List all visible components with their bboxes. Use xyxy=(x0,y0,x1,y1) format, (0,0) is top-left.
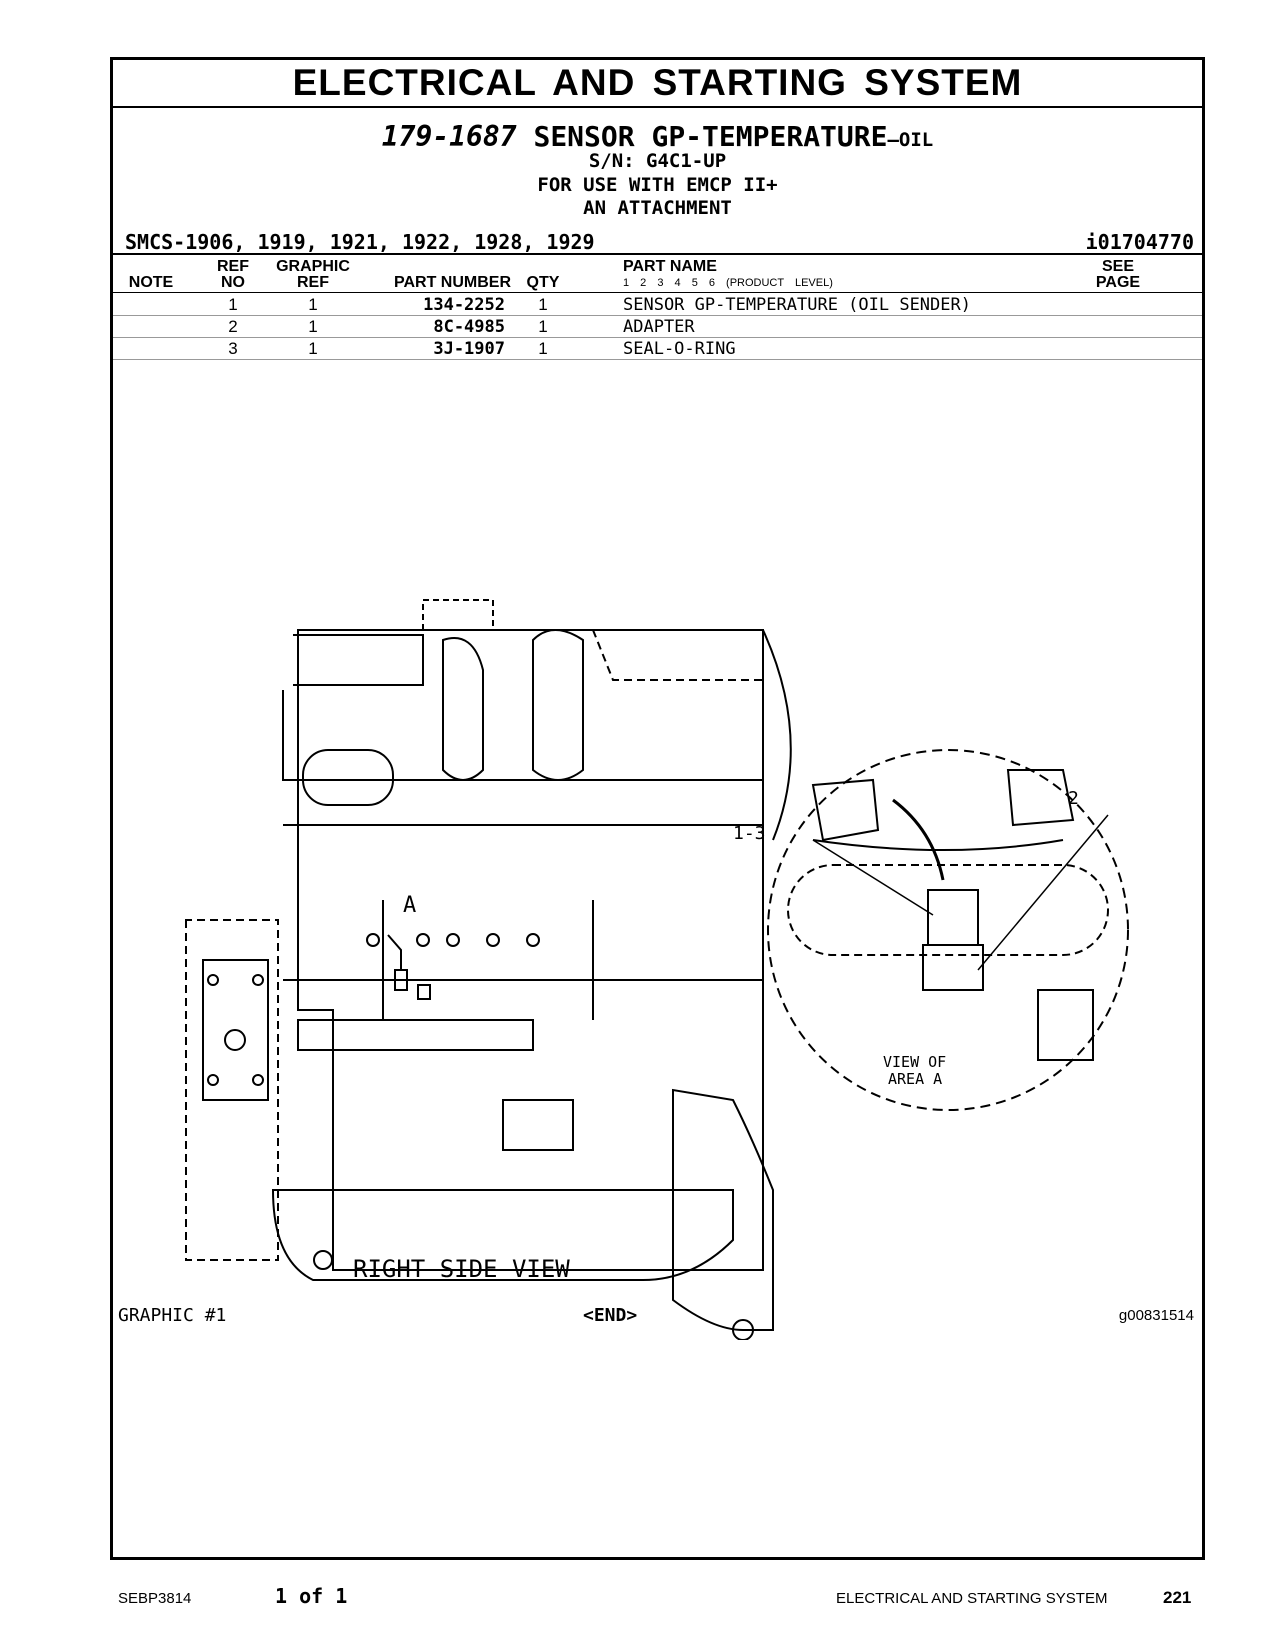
bolt xyxy=(366,933,380,947)
filter-housing xyxy=(302,749,394,806)
row-rule xyxy=(113,315,1202,316)
footer-page-number: 221 xyxy=(1163,1588,1192,1607)
row-qty: 1 xyxy=(538,295,548,314)
detail-bolt-head-right xyxy=(1006,769,1075,827)
side-plate xyxy=(202,959,269,1101)
row-ref: 3 xyxy=(228,339,238,358)
callout-a: A xyxy=(403,893,417,918)
col-graphic-bottom: REF xyxy=(297,274,329,291)
turbo-pipe xyxy=(442,637,484,781)
callout-leader-2 xyxy=(977,814,1109,971)
detail-block-edge xyxy=(812,839,1064,851)
detail-label-2: AREA A xyxy=(888,1070,943,1088)
bolt xyxy=(446,933,460,947)
page-frame: ELECTRICAL AND STARTING SYSTEM 179-1687 … xyxy=(110,57,1205,1560)
section-title-bar: ELECTRICAL AND STARTING SYSTEM xyxy=(113,60,1202,108)
bolt xyxy=(252,974,264,986)
oil-sensor-location xyxy=(394,969,408,991)
turbocharger xyxy=(532,629,584,781)
callout-2: 2 xyxy=(1068,788,1079,809)
row-part-number: 8C-4985 xyxy=(433,317,505,337)
row-ref: 2 xyxy=(228,317,238,336)
document-ident: i01704770 xyxy=(1085,230,1194,254)
detail-circle xyxy=(767,749,1129,1111)
air-inlet xyxy=(422,599,494,631)
row-part-name: SENSOR GP-TEMPERATURE (OIL SENDER) xyxy=(623,295,971,315)
sensor-pointer-box xyxy=(417,984,431,1000)
col-part-number: PART NUMBER xyxy=(393,274,511,291)
row-ref: 1 xyxy=(228,295,238,314)
row-part-number: 134-2252 xyxy=(423,295,505,315)
attachment-note: AN ATTACHMENT xyxy=(583,197,732,219)
oil-pan xyxy=(271,1189,734,1281)
col-note: NOTE xyxy=(128,274,174,291)
detail-sensor-wire xyxy=(892,798,945,881)
valve-cover xyxy=(293,634,424,686)
section-title: ELECTRICAL AND STARTING SYSTEM xyxy=(292,62,1023,103)
graphic-number: GRAPHIC #1 xyxy=(118,1305,227,1326)
detail-side-box xyxy=(1037,989,1094,1061)
exhaust-outline xyxy=(762,629,792,841)
view-label: RIGHT SIDE VIEW xyxy=(353,1255,570,1283)
bolt xyxy=(526,933,540,947)
callout-1-3: 1-3 xyxy=(733,823,766,844)
row-rule xyxy=(113,359,1202,360)
row-qty: 1 xyxy=(538,317,548,336)
col-qty: QTY xyxy=(526,274,560,291)
detail-bolt-head-left xyxy=(811,778,880,842)
detail-boss xyxy=(787,864,1109,956)
col-see-top: SEE xyxy=(1101,258,1134,275)
row-rule xyxy=(113,337,1202,338)
row-part-name: SEAL-O-RING xyxy=(623,339,736,359)
row-part-name: ADAPTER xyxy=(623,317,695,337)
cylinder-head xyxy=(282,690,764,781)
smcs-codes: SMCS-1906, 1919, 1921, 1922, 1928, 1929 xyxy=(125,230,595,254)
bolt xyxy=(416,933,430,947)
col-ref-top: REF xyxy=(217,258,249,275)
group-title: 179-1687 SENSOR GP-TEMPERATURE–OIL xyxy=(113,120,1202,153)
footer-doc: SEBP3814 xyxy=(118,1590,192,1607)
detail-adapter xyxy=(922,944,984,991)
use-note: FOR USE WITH EMCP II+ xyxy=(537,174,778,196)
bolt xyxy=(207,974,219,986)
bolt xyxy=(252,1074,264,1086)
bolt xyxy=(207,1074,219,1086)
header-rule xyxy=(113,292,1202,293)
row-graphic: 1 xyxy=(308,317,318,336)
group-suffix: –OIL xyxy=(887,129,934,151)
end-marker: <END> xyxy=(583,1305,638,1326)
block-ribs xyxy=(382,900,594,1020)
row-qty: 1 xyxy=(538,339,548,358)
group-name: SENSOR GP-TEMPERATURE xyxy=(533,120,888,153)
sensor-wire xyxy=(387,934,402,970)
table-top-rule xyxy=(113,253,1202,255)
detail-sensor-body xyxy=(927,889,979,946)
bolt xyxy=(486,933,500,947)
footer-section: ELECTRICAL AND STARTING SYSTEM xyxy=(836,1590,1108,1607)
flywheel-housing xyxy=(185,919,279,1261)
row-graphic: 1 xyxy=(308,339,318,358)
col-see-bottom: PAGE xyxy=(1095,274,1141,291)
bolt xyxy=(732,1319,754,1340)
serial-number: S/N: G4C1-UP xyxy=(588,150,727,172)
bolt xyxy=(224,1029,246,1051)
oil-cooler xyxy=(297,1019,534,1051)
engine-drawing xyxy=(185,599,1129,1340)
col-ref-bottom: NO xyxy=(221,274,245,291)
row-graphic: 1 xyxy=(308,295,318,314)
row-part-number: 3J-1907 xyxy=(433,339,505,359)
front-housing xyxy=(672,1088,774,1331)
engine-block-outline xyxy=(297,629,764,1271)
detail-label-1: VIEW OF xyxy=(883,1053,947,1071)
graphic-id: g00831514 xyxy=(1118,1307,1194,1324)
exhaust-manifold xyxy=(591,629,764,681)
col-part-name: PART NAME xyxy=(623,258,717,275)
oil-filler xyxy=(502,1099,574,1151)
product-levels: 1 2 3 4 5 6 (PRODUCT LEVEL) xyxy=(623,277,833,289)
drain-plug xyxy=(313,1250,333,1270)
footer-page-of: 1 of 1 xyxy=(275,1584,348,1608)
callout-leader-1-3 xyxy=(812,839,934,916)
group-number: 179-1687 xyxy=(381,120,517,153)
col-graphic-top: GRAPHIC xyxy=(276,258,350,275)
